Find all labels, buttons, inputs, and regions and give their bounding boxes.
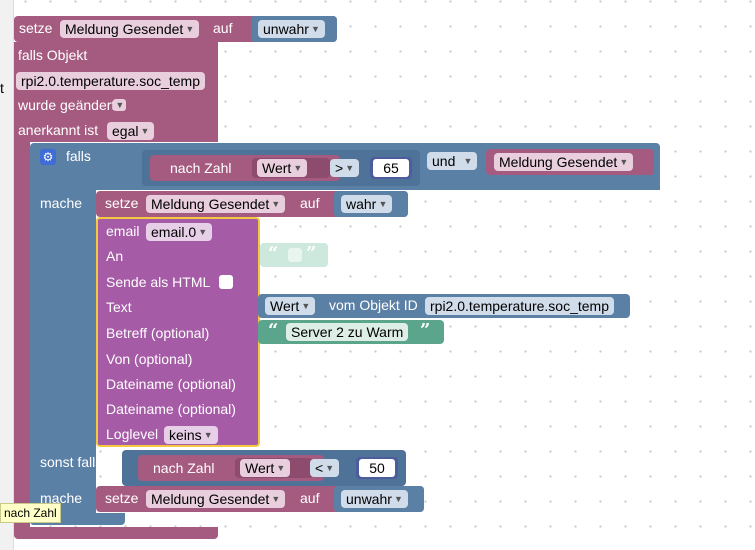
wert-block[interactable]: Wert▼ — [252, 158, 330, 178]
close-quote-icon: ” — [420, 320, 431, 341]
boolean-dropdown[interactable]: unwahr▼ — [341, 490, 408, 508]
object-id-field[interactable]: rpi2.0.temperature.soc_temp — [16, 72, 205, 90]
variable-getter-dropdown[interactable]: Meldung Gesendet▼ — [494, 153, 634, 171]
variable-dropdown[interactable]: Meldung Gesendet▼ — [60, 20, 200, 38]
mache2-label: mache — [40, 490, 83, 506]
boolean-block[interactable]: unwahr▼ — [251, 16, 337, 42]
wert-dropdown[interactable]: Wert▼ — [240, 459, 291, 477]
left-toolbox-edge: t — [0, 0, 14, 550]
falls-label: falls — [66, 148, 91, 164]
nach-zahl-label: nach Zahl — [170, 160, 232, 176]
html-checkbox[interactable] — [219, 275, 233, 289]
sonst-falls-label: sonst falls — [40, 454, 103, 470]
set-false-block[interactable]: setze Meldung Gesendet▼ auf unwahr▼ — [96, 486, 424, 512]
number-50-block[interactable]: 50 — [356, 457, 398, 479]
email-label: email — [106, 223, 140, 239]
close-quote-icon: ” — [306, 243, 317, 264]
auf-label: auf — [213, 20, 233, 36]
empty-text-field[interactable] — [288, 248, 302, 262]
open-quote-icon: “ — [268, 243, 279, 264]
anerkannt-dropdown[interactable]: egal▼ — [107, 122, 155, 140]
tooltip: nach Zahl — [0, 503, 61, 523]
boolean-dropdown[interactable]: unwahr▼ — [258, 20, 325, 38]
clipped-text: t — [0, 80, 4, 96]
trigger-block[interactable]: falls Objekt rpi2.0.temperature.soc_temp… — [14, 42, 218, 142]
auf-label: auf — [300, 195, 320, 211]
nach-zahl-block[interactable]: nach Zahl Wert▼ — [138, 455, 324, 481]
dateiname2-label: Dateiname (optional) — [106, 401, 236, 417]
falls-objekt-label: falls Objekt — [18, 47, 88, 63]
trigger-rail — [14, 142, 30, 527]
subject-field[interactable]: Server 2 zu Warm — [286, 323, 409, 341]
von-label: Von (optional) — [106, 351, 193, 367]
dateiname1-label: Dateiname (optional) — [106, 376, 236, 392]
betreff-label: Betreff (optional) — [106, 325, 210, 341]
compare-block-2[interactable]: nach Zahl Wert▼ <▼ 50 — [122, 450, 406, 486]
variable-getter-block[interactable]: Meldung Gesendet▼ — [486, 149, 654, 175]
email-block[interactable]: email email.0▼ An Sende als HTML Text Be… — [96, 217, 260, 447]
mache-label: mache — [40, 195, 83, 211]
number-65-block[interactable]: 65 — [370, 157, 412, 179]
top-set-block[interactable]: setze Meldung Gesendet▼ auf unwahr▼ — [14, 16, 337, 42]
subject-text-block[interactable]: “ Server 2 zu Warm ” — [258, 320, 444, 344]
gear-icon[interactable]: ⚙ — [40, 149, 56, 165]
variable-dropdown[interactable]: Meldung Gesendet▼ — [146, 490, 286, 508]
nach-zahl-block[interactable]: nach Zahl Wert▼ — [150, 155, 340, 181]
setze-label: setze — [105, 195, 139, 211]
empty-text-block[interactable]: “ ” — [260, 243, 328, 267]
setze-label: setze — [19, 20, 53, 36]
loglevel-label: Loglevel — [106, 426, 159, 442]
email-instance-dropdown[interactable]: email.0▼ — [146, 223, 213, 241]
auf-label: auf — [300, 490, 320, 506]
open-quote-icon: “ — [268, 320, 279, 341]
boolean-dropdown[interactable]: wahr▼ — [341, 195, 393, 213]
trigger-bottom — [14, 527, 218, 539]
wert-dropdown[interactable]: Wert▼ — [257, 159, 308, 177]
if-block[interactable]: ⚙ falls nach Zahl Wert▼ >▼ 65 und▼ Meldu… — [30, 143, 660, 190]
nach-zahl-label: nach Zahl — [153, 460, 215, 476]
operator-dropdown[interactable]: >▼ — [330, 159, 360, 177]
compare-block[interactable]: nach Zahl Wert▼ >▼ 65 — [142, 150, 420, 186]
if-rail — [30, 190, 96, 525]
anerkannt-label: anerkannt ist — [18, 122, 99, 138]
wert-block[interactable]: Wert▼ — [235, 458, 313, 478]
boolean-block[interactable]: unwahr▼ — [334, 486, 424, 512]
object-id-field[interactable]: rpi2.0.temperature.soc_temp — [425, 297, 614, 315]
wurde-geaendert-dropdown[interactable]: wurde geändert▼ — [18, 97, 127, 113]
variable-dropdown[interactable]: Meldung Gesendet▼ — [146, 195, 286, 213]
wert-dropdown[interactable]: Wert▼ — [265, 297, 316, 315]
und-dropdown[interactable]: und▼ — [427, 152, 478, 170]
html-label: Sende als HTML — [106, 274, 211, 290]
operator-dropdown[interactable]: <▼ — [310, 459, 340, 477]
an-label: An — [106, 248, 124, 264]
boolean-block[interactable]: wahr▼ — [334, 191, 408, 217]
text-label: Text — [106, 299, 132, 315]
wert-vom-objekt-block[interactable]: Wert▼ vom Objekt ID rpi2.0.temperature.s… — [258, 294, 630, 318]
setze-label: setze — [105, 490, 139, 506]
set-true-block[interactable]: setze Meldung Gesendet▼ auf wahr▼ — [96, 191, 408, 217]
vom-objekt-label: vom Objekt ID — [329, 297, 418, 313]
loglevel-dropdown[interactable]: keins▼ — [164, 426, 218, 444]
